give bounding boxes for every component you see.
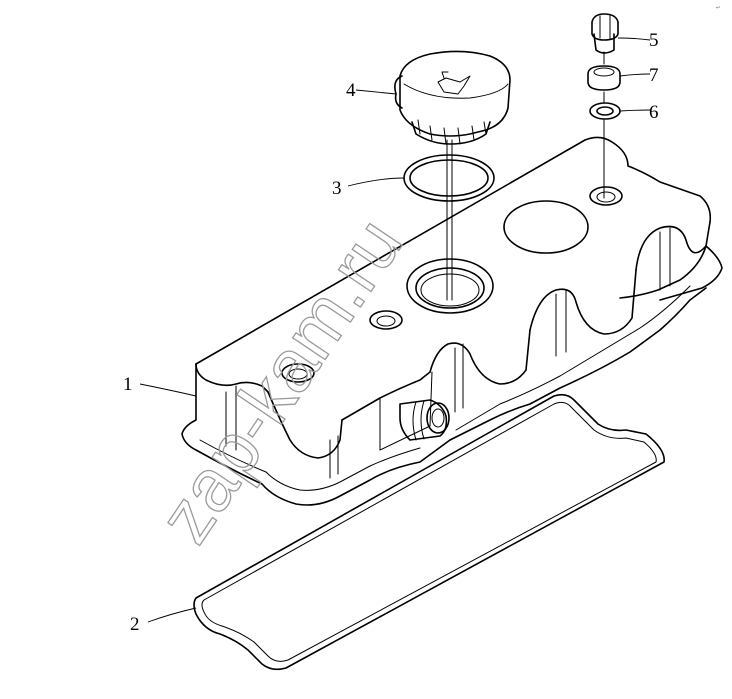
o-ring <box>403 154 495 202</box>
sealing-washer <box>589 102 621 120</box>
leader-lines <box>139 37 651 623</box>
callout-4: 4 <box>346 80 356 101</box>
callout-6: 6 <box>649 102 659 123</box>
assembly-axis <box>446 51 605 301</box>
bolt-hole <box>281 363 315 383</box>
bolt-hole <box>589 186 623 206</box>
cover-bolt <box>591 13 619 54</box>
valve-cover <box>181 136 723 506</box>
breather-tube <box>399 399 450 441</box>
callout-3: 3 <box>332 178 342 199</box>
callout-5: 5 <box>649 30 659 51</box>
callout-2: 2 <box>130 614 140 635</box>
callout-7: 7 <box>649 65 659 86</box>
corner-mark: ↩ <box>716 5 720 11</box>
cover-boss <box>503 200 589 254</box>
rubber-grommet <box>587 65 621 91</box>
oil-filler-cap <box>394 50 511 145</box>
watermark: zap-kam.ru <box>142 204 418 557</box>
bolt-hole <box>369 310 403 330</box>
callout-1: 1 <box>123 374 133 395</box>
cover-gasket <box>193 393 665 671</box>
oil-filler-neck <box>406 258 494 314</box>
oil-can-icon <box>437 75 471 95</box>
